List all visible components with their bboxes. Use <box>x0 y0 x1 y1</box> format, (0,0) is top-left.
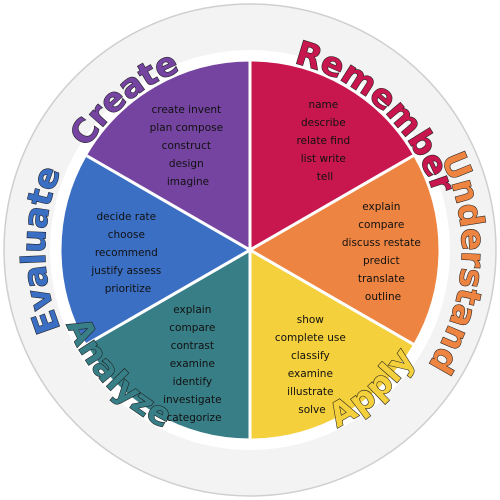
verb-item: complete use <box>275 332 346 344</box>
verb-item: investigate <box>163 394 221 406</box>
segment-apply <box>248 247 417 442</box>
verb-item: contrast <box>171 340 214 352</box>
verb-item: compare <box>169 322 215 334</box>
verbs-remember: name describe relate find list write tel… <box>296 99 353 183</box>
verb-item: name <box>308 99 338 111</box>
verb-item: classify <box>291 350 330 362</box>
verb-item: categorize <box>166 412 221 424</box>
verbs-apply: show complete use classify examine illus… <box>275 314 349 416</box>
verb-item: plan compose <box>150 122 223 134</box>
verb-item: design <box>169 158 204 170</box>
verb-item: explain <box>362 201 400 213</box>
segment-understand <box>247 152 442 348</box>
verb-item: create invent <box>151 104 221 116</box>
verb-item: identify <box>173 376 212 388</box>
verb-item: explain <box>173 304 211 316</box>
verb-item: translate <box>358 273 405 285</box>
verb-item: describe <box>301 117 346 129</box>
verb-item: compare <box>358 219 404 231</box>
verb-item: solve <box>298 404 326 416</box>
verbs-analyze: explain compare contrast examine identif… <box>163 304 225 424</box>
segment-evaluate <box>58 152 253 348</box>
verb-item: construct <box>162 140 211 152</box>
verb-item: predict <box>363 255 400 267</box>
verb-item: tell <box>317 171 333 183</box>
verb-item: examine <box>288 368 333 380</box>
verb-item: recommend <box>95 247 158 259</box>
verb-item: relate find <box>296 135 350 147</box>
verb-item: choose <box>108 229 145 241</box>
verbs-create: create invent plan compose construct des… <box>150 104 227 188</box>
verbs-understand: explain compare discuss restate predict … <box>342 201 424 303</box>
verb-item: list write <box>301 153 346 165</box>
verb-item: justify assess <box>90 265 161 277</box>
verb-item: prioritize <box>105 283 152 295</box>
segment-remember <box>248 58 417 253</box>
verb-item: show <box>297 314 325 326</box>
verb-item: examine <box>170 358 215 370</box>
segment-create <box>83 58 252 253</box>
verb-item: discuss restate <box>342 237 421 249</box>
segment-analyze <box>83 247 252 442</box>
verb-item: illustrate <box>287 386 333 398</box>
verb-item: outline <box>365 291 401 303</box>
verb-item: decide rate <box>97 211 157 223</box>
verbs-evaluate: decide rate choose recommend justify ass… <box>90 211 164 295</box>
label-evaluate: Evaluate <box>14 161 68 339</box>
verb-item: imagine <box>167 176 209 188</box>
